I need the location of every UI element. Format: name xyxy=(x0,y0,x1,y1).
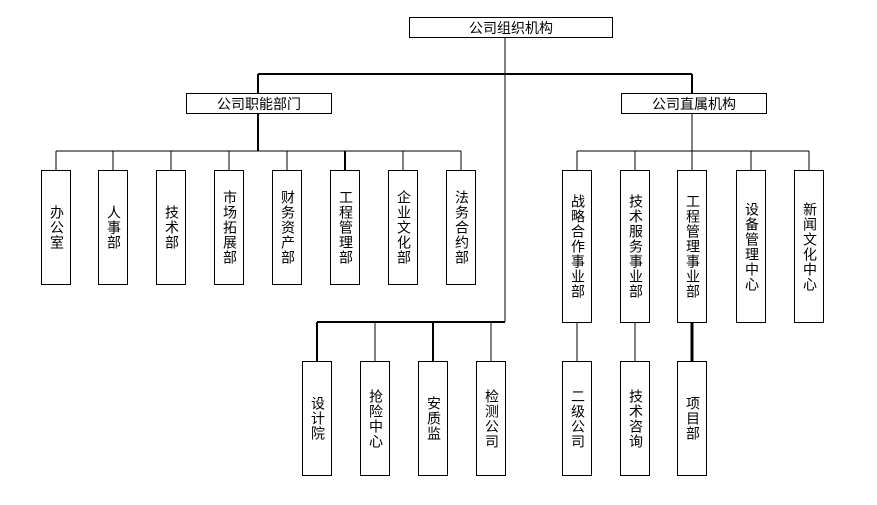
root-label: 公司组织机构 xyxy=(469,20,553,37)
affiliate-box-design: 设计院 xyxy=(302,361,332,476)
dept-box-market: 市场拓展部 xyxy=(214,170,244,285)
dept-box-legal: 法务合约部 xyxy=(446,170,476,285)
functional-dept-label: 公司职能部门 xyxy=(217,96,301,113)
dept-label: 技术部 xyxy=(163,205,179,250)
dept-box-culture: 企业文化部 xyxy=(388,170,418,285)
dept-box-engineering: 工程管理部 xyxy=(330,170,360,285)
unit-box-news: 新闻文化中心 xyxy=(794,170,824,323)
subunit-label: 项目部 xyxy=(684,396,700,441)
unit-box-tech-service: 技术服务事业部 xyxy=(620,170,650,323)
unit-box-equipment: 设备管理中心 xyxy=(736,170,766,323)
dept-label: 市场拓展部 xyxy=(221,190,237,265)
unit-box-strategy: 战略合作事业部 xyxy=(562,170,592,323)
root-box: 公司组织机构 xyxy=(409,17,613,38)
subunit-label: 技术咨询 xyxy=(627,388,643,449)
unit-label: 新闻文化中心 xyxy=(801,201,817,292)
unit-box-engineering: 工程管理事业部 xyxy=(677,170,707,323)
subunit-box-secondary: 二级公司 xyxy=(562,361,592,476)
unit-label: 设备管理中心 xyxy=(743,201,759,292)
dept-label: 企业文化部 xyxy=(395,190,411,265)
unit-label: 战略合作事业部 xyxy=(569,194,585,299)
affiliate-label: 安质监 xyxy=(425,396,441,441)
dept-box-finance: 财务资产部 xyxy=(272,170,302,285)
dept-label: 人事部 xyxy=(105,205,121,250)
subunit-box-project: 项目部 xyxy=(677,361,707,476)
affiliate-box-rescue: 抢险中心 xyxy=(360,361,390,476)
dept-box-hr: 人事部 xyxy=(98,170,128,285)
dept-box-tech: 技术部 xyxy=(156,170,186,285)
unit-label: 技术服务事业部 xyxy=(627,194,643,299)
functional-dept-box: 公司职能部门 xyxy=(186,93,332,114)
dept-label: 法务合约部 xyxy=(453,190,469,265)
direct-units-label: 公司直属机构 xyxy=(652,96,736,113)
dept-label: 财务资产部 xyxy=(279,190,295,265)
affiliate-label: 抢险中心 xyxy=(367,388,383,449)
subunit-label: 二级公司 xyxy=(569,388,585,449)
dept-box-office: 办公室 xyxy=(41,170,71,285)
affiliate-box-testing: 检测公司 xyxy=(476,361,506,476)
subunit-box-consulting: 技术咨询 xyxy=(620,361,650,476)
affiliate-label: 检测公司 xyxy=(483,388,499,449)
dept-label: 办公室 xyxy=(48,205,64,250)
unit-label: 工程管理事业部 xyxy=(684,194,700,299)
affiliate-box-safety: 安质监 xyxy=(418,361,448,476)
dept-label: 工程管理部 xyxy=(337,190,353,265)
affiliate-label: 设计院 xyxy=(309,396,325,441)
direct-units-box: 公司直属机构 xyxy=(621,93,767,114)
